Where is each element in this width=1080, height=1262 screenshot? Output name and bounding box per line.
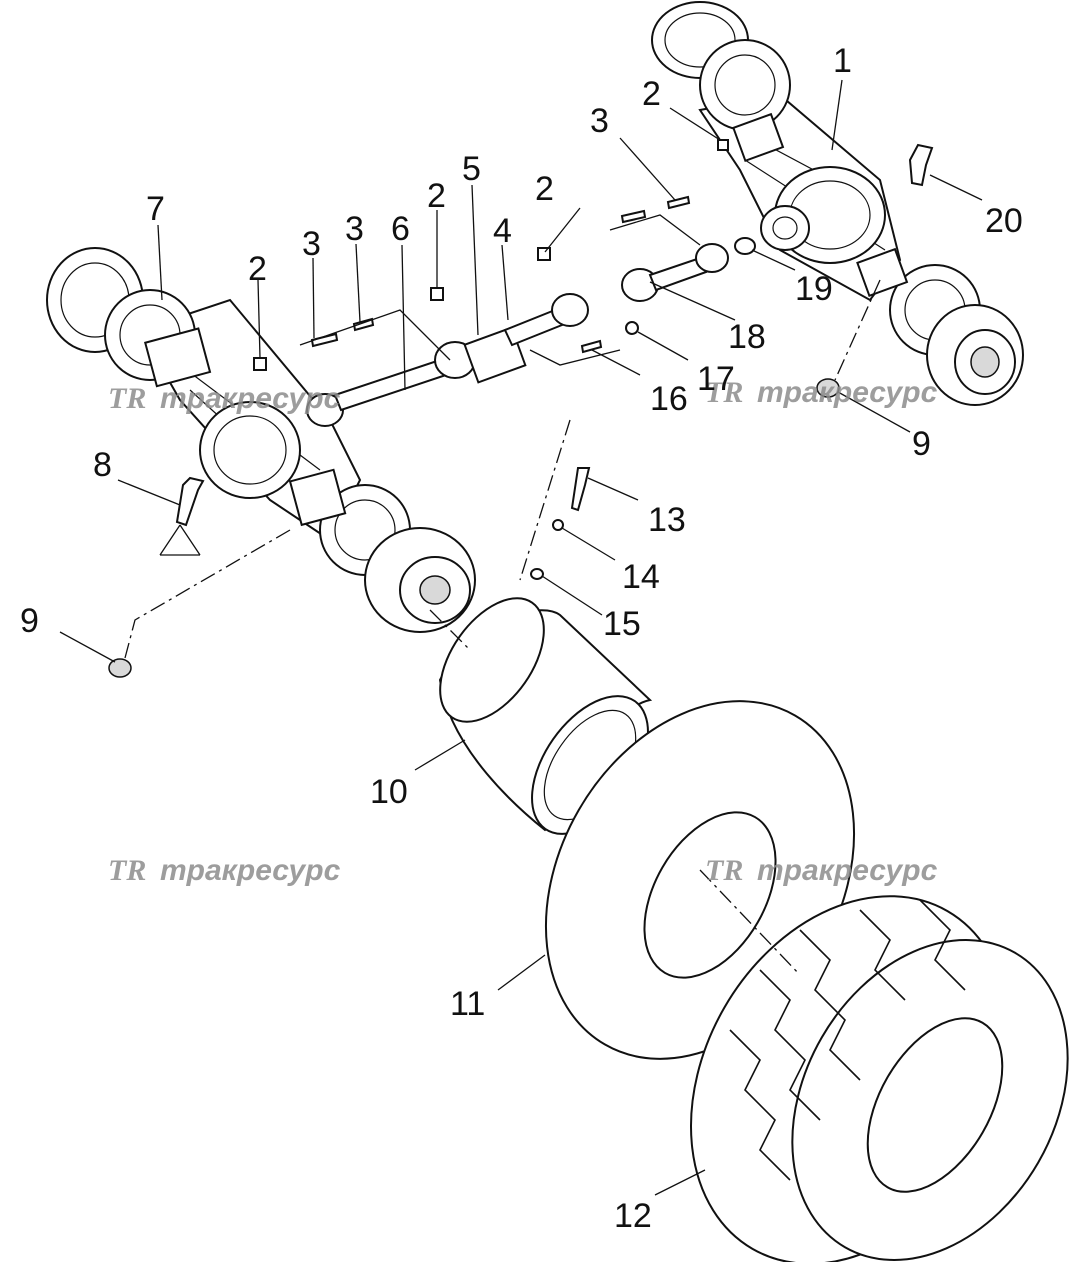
watermark-4: TR тракресурс [705, 854, 938, 887]
callout-label: 2 [642, 75, 661, 113]
watermark-text: тракресурс [757, 854, 938, 887]
callout-label: 3 [590, 102, 609, 140]
callout-label: 15 [603, 605, 641, 643]
callout-label: 6 [391, 210, 410, 248]
watermark-text: тракресурс [160, 382, 341, 415]
centerlines [124, 279, 881, 976]
watermark-text: тракресурс [757, 376, 938, 409]
callout-label: 14 [622, 558, 660, 596]
callout-label: 10 [370, 773, 408, 811]
callout-label: 12 [614, 1197, 652, 1235]
watermark-logo: TR [108, 854, 146, 887]
watermark-1: TR тракресурс [108, 382, 341, 415]
callout-label: 4 [493, 212, 512, 250]
callout-label: 18 [728, 318, 766, 356]
callout-label: 17 [697, 360, 735, 398]
callout-label: 11 [450, 985, 485, 1023]
watermark-logo: TR [108, 382, 146, 415]
watermark-2: TR тракресурс [705, 376, 938, 409]
watermark-3: TR тракресурс [108, 854, 341, 887]
rear-axle [651, 1, 1024, 406]
callout-label: 8 [93, 446, 112, 484]
callout-label: 9 [912, 425, 931, 463]
callout-label: 1 [833, 42, 852, 80]
hardware [108, 139, 934, 678]
callouts: 1 2 3 2 3 2 3 3 5 6 2 4 7 2 8 9 9 10 11 … [20, 42, 1023, 1235]
watermark-logo: TR [705, 854, 743, 887]
callout-label: 3 [302, 225, 321, 263]
callout-label: 16 [650, 380, 688, 418]
watermark-text: тракресурс [160, 854, 341, 887]
drive-shaft-center [503, 293, 589, 347]
callout-label: 7 [146, 190, 165, 228]
tire [690, 895, 1069, 1262]
callout-label: 20 [985, 202, 1023, 240]
callout-label: 9 [20, 602, 39, 640]
drive-shaft-rear [621, 243, 729, 302]
front-axle [46, 247, 476, 633]
callout-label: 5 [462, 150, 481, 188]
callout-label: 2 [535, 170, 554, 208]
callout-label: 2 [248, 250, 267, 288]
callout-label: 13 [648, 501, 686, 539]
leader-lines [59, 79, 983, 1196]
callout-label: 19 [795, 270, 833, 308]
callout-label: 2 [427, 177, 446, 215]
wheel-rim [438, 597, 653, 835]
watermark-logo: TR [705, 376, 743, 409]
callout-label: 3 [345, 210, 364, 248]
